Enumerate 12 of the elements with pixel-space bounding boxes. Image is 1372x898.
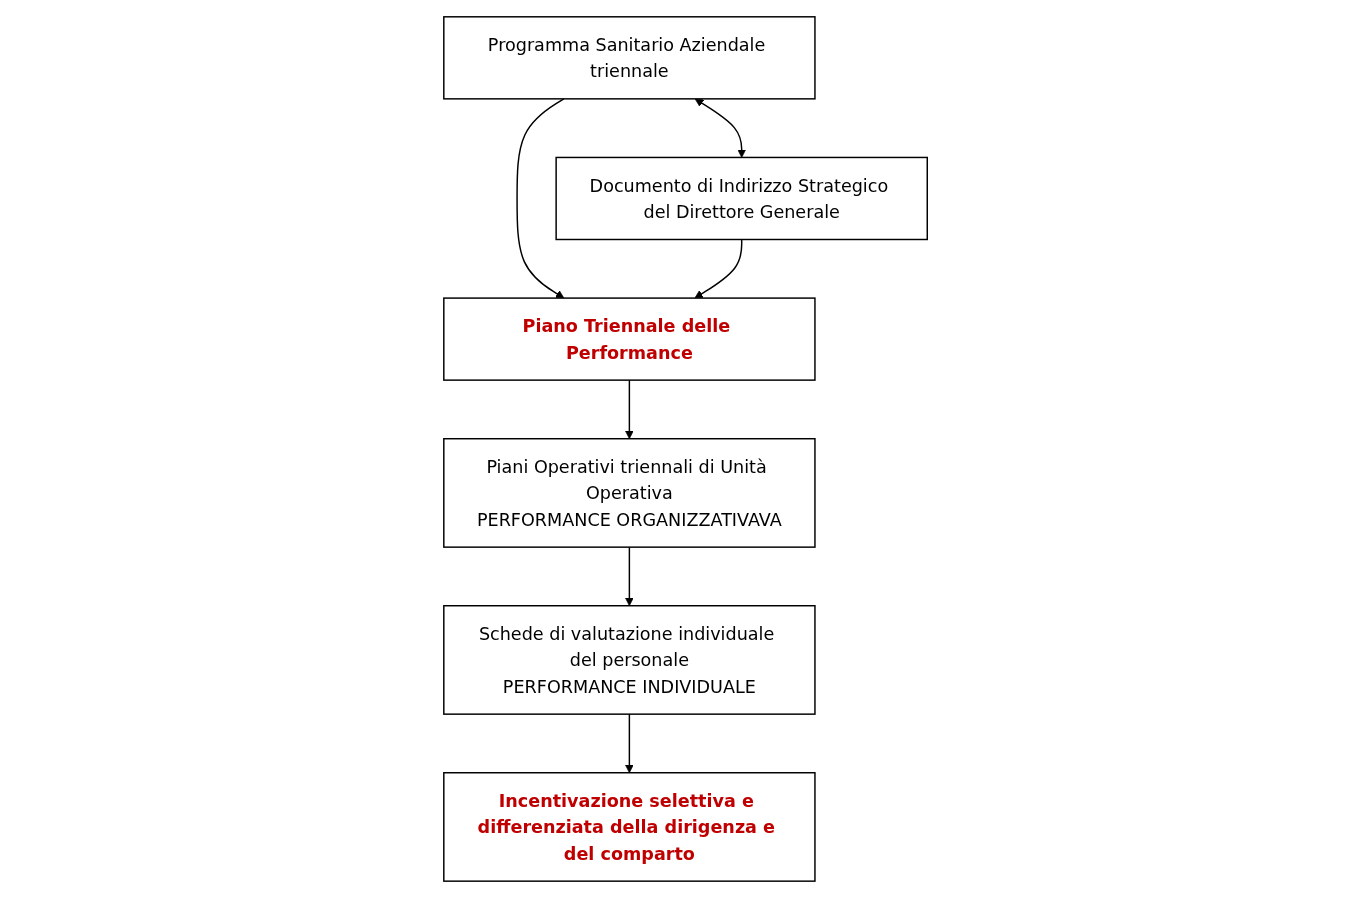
- node-box: Documento di Indirizzo Strategico del Direttore Generale: [555, 156, 929, 241]
- arrow: [516, 98, 566, 299]
- arrow: [625, 546, 635, 607]
- node-box: Incentivazione selettiva e differenziata della dirigenza e del comparto: [443, 772, 817, 882]
- node-box: Schede di valutazione individuale del personale PERFORMANCE INDIVIDUALE: [443, 605, 817, 715]
- arrow: [694, 238, 743, 299]
- node-box: Piano Triennale delle Performance: [443, 297, 817, 381]
- node-box: Piani Operativi triennali di Unità Operativa PERFORMANCE ORGANIZZATIVAVA: [443, 438, 817, 548]
- node-box: Programma Sanitario Aziendale triennale: [443, 16, 817, 100]
- arrow: [625, 379, 635, 440]
- arrow: [625, 713, 635, 774]
- arrow: [695, 98, 747, 158]
